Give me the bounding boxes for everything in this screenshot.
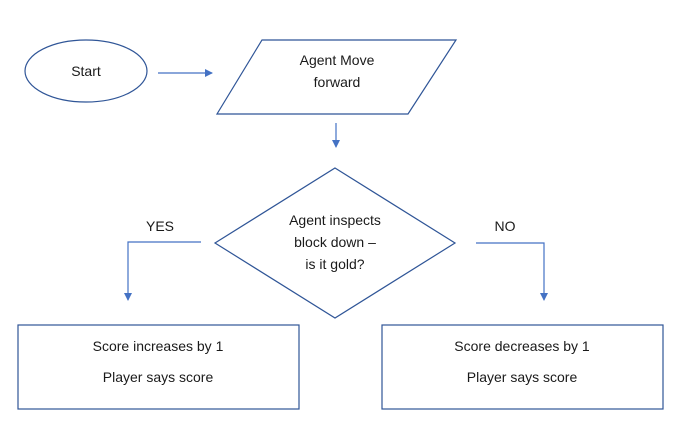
move-parallelogram	[215, 39, 458, 115]
start-label: Start	[71, 63, 101, 79]
arrow-no-branch	[476, 242, 548, 301]
no-outcome-line2: Player says score	[467, 369, 578, 385]
yes-outcome-node: Score increases by 1 Player says score	[17, 324, 300, 410]
decision-node: Agent inspects block down – is it gold?	[213, 167, 457, 319]
yes-outcome-line1: Score increases by 1	[93, 338, 224, 354]
yes-outcome-box	[17, 324, 300, 410]
decision-label-line3: is it gold?	[305, 256, 364, 272]
yes-label: YES	[146, 218, 174, 234]
no-outcome-node: Score decreases by 1 Player says score	[381, 324, 664, 410]
yes-outcome-line2: Player says score	[103, 369, 214, 385]
decision-label-line1: Agent inspects	[289, 212, 381, 228]
no-outcome-line1: Score decreases by 1	[454, 338, 590, 354]
decision-diamond	[213, 167, 457, 319]
move-label-line1: Agent Move	[300, 52, 375, 68]
move-node: Agent Move forward	[215, 39, 458, 115]
no-label: NO	[495, 218, 516, 234]
start-node: Start	[24, 39, 148, 103]
move-label-line2: forward	[314, 74, 361, 90]
arrow-yes-branch	[124, 241, 201, 301]
no-outcome-box	[381, 324, 664, 410]
start-oval	[24, 39, 148, 103]
decision-label-line2: block down –	[294, 234, 376, 250]
